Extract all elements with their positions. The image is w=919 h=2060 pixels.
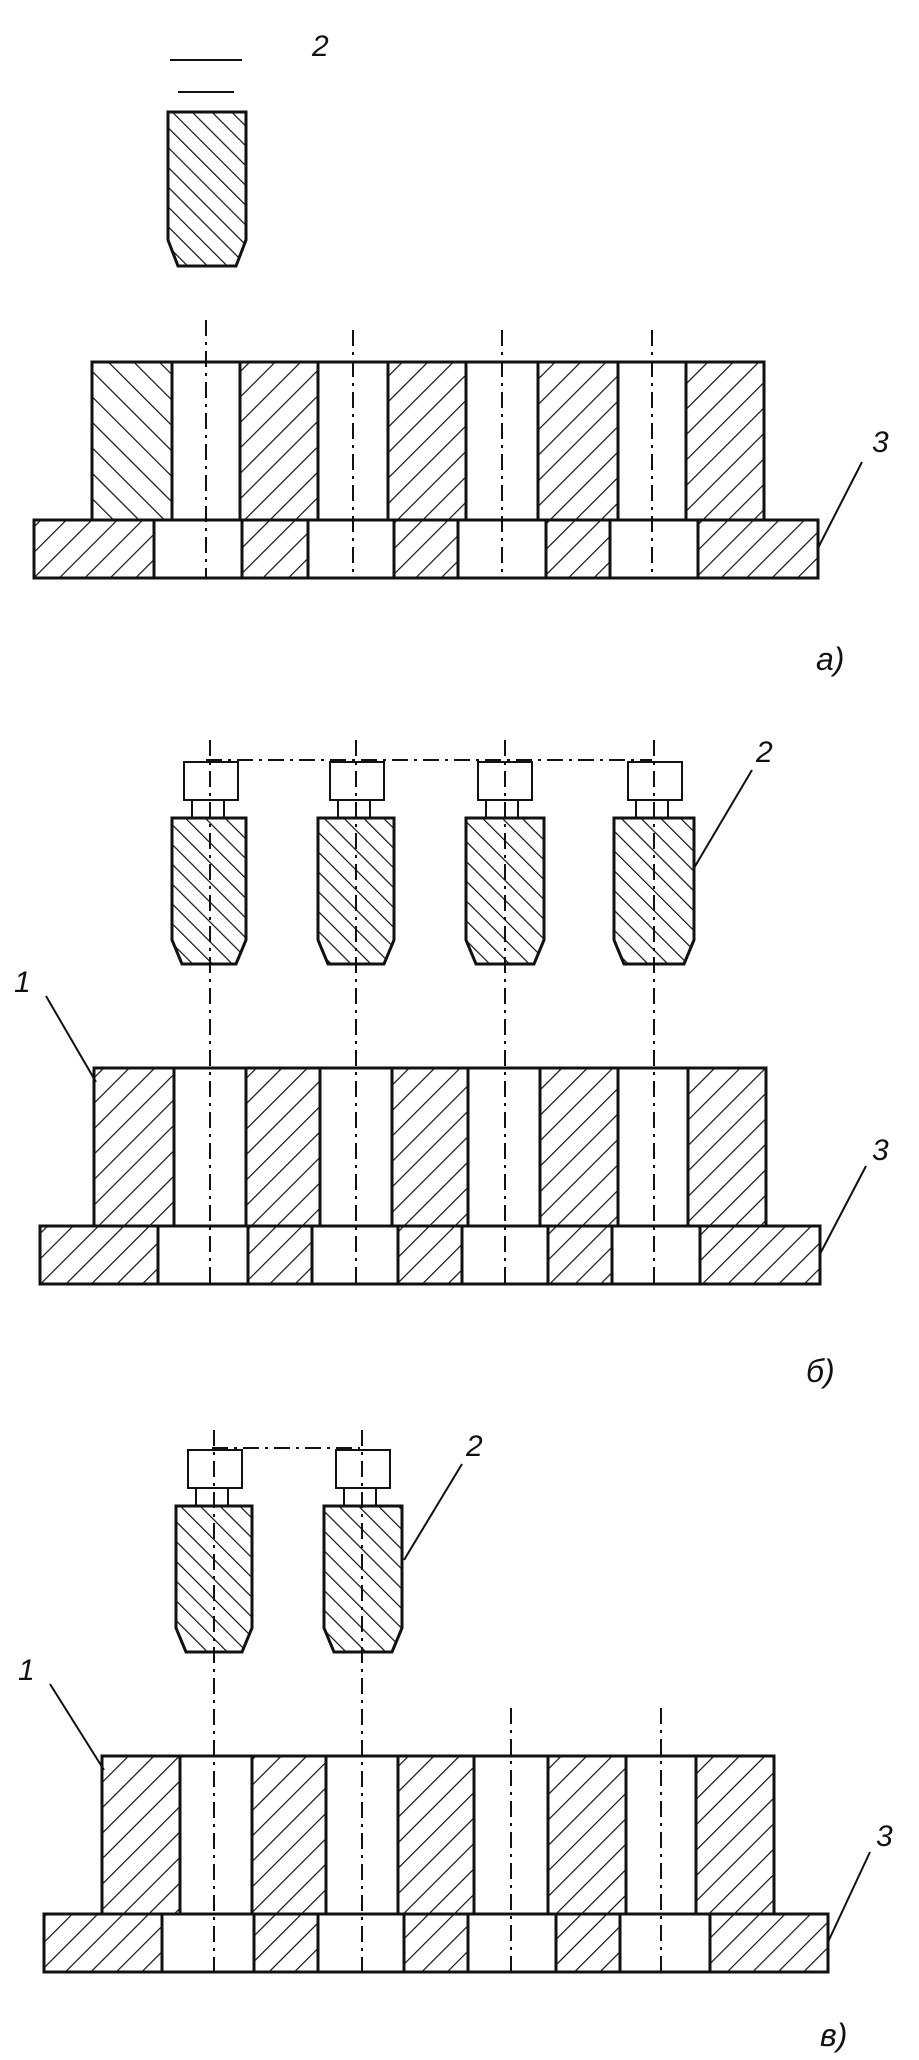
workpiece-a (90, 360, 766, 522)
axes-a (205, 320, 653, 578)
workpiece-v (100, 1754, 776, 1916)
view-b: 2 1 3 б) (14, 736, 889, 1389)
label-a-part3: 3 (872, 426, 889, 459)
caption-b: б) (806, 1353, 835, 1389)
caption-a: а) (816, 641, 844, 677)
tool-a1 (166, 59, 248, 268)
view-v: 2 1 3 в) (18, 1430, 893, 2053)
label-v-part2: 2 (465, 1430, 483, 1463)
workpiece-b (92, 1066, 768, 1228)
tools-v (174, 1447, 404, 1654)
plate-a (32, 518, 820, 580)
axes-v (213, 1430, 662, 1972)
label-a-part2: 2 (311, 30, 329, 63)
label-b-part1: 1 (14, 966, 31, 999)
view-a: 2 3 а) (32, 30, 889, 677)
tool-b1 (170, 761, 248, 966)
plate-v (42, 1912, 830, 1974)
label-v-part1: 1 (18, 1654, 35, 1687)
tool-b2 (316, 761, 396, 966)
plate-b (38, 1224, 822, 1286)
label-v-part3: 3 (876, 1820, 893, 1853)
axes-b (209, 740, 655, 1284)
tool-b3 (464, 761, 546, 966)
tools-b (170, 759, 696, 966)
caption-v: в) (820, 2017, 847, 2053)
label-b-part3: 3 (872, 1134, 889, 1167)
label-b-part2: 2 (755, 736, 773, 769)
tool-b4 (612, 761, 696, 966)
